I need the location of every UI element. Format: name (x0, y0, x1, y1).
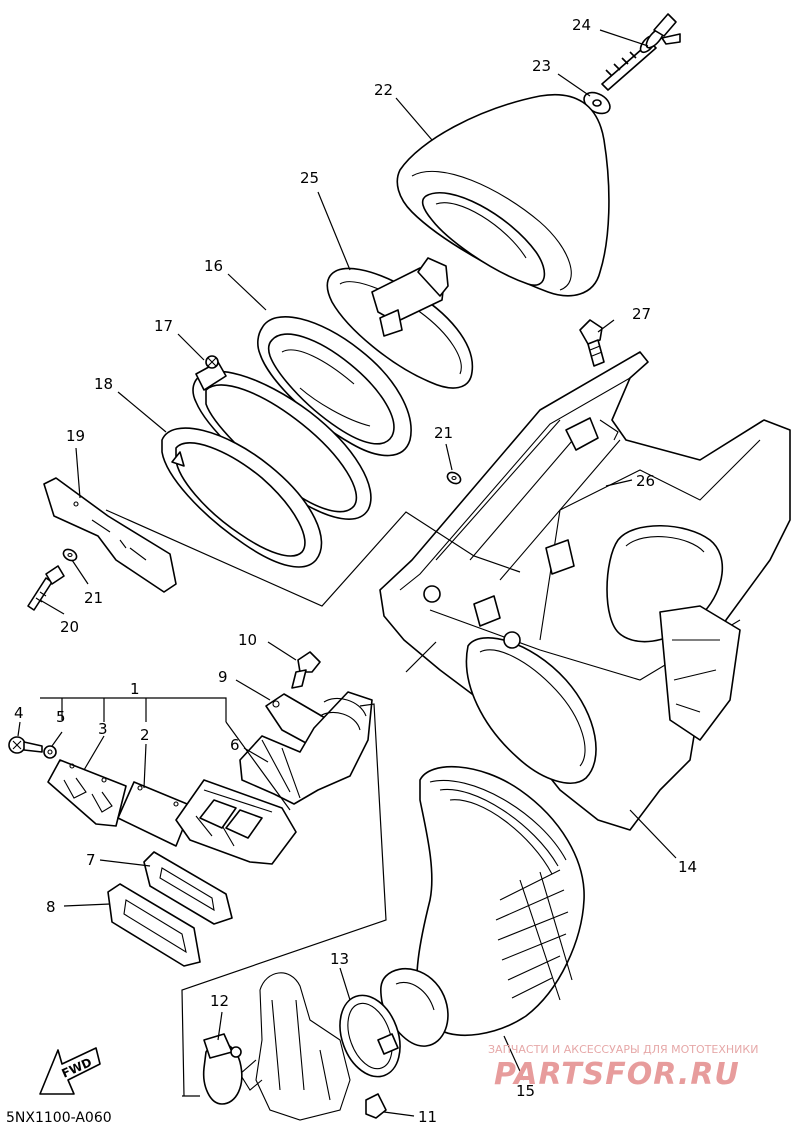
part-27-bolt[interactable] (579, 319, 605, 367)
callout-3: 3 (98, 720, 108, 738)
part-24-wing-bolt[interactable] (601, 13, 681, 91)
part-8-gasket[interactable] (107, 883, 201, 967)
callout-10: 10 (238, 631, 257, 649)
callout-5: 5 (56, 708, 66, 726)
callout-25: 25 (300, 169, 319, 187)
callout-24: 24 (572, 16, 591, 34)
callout-18: 18 (94, 375, 113, 393)
callout-22: 22 (374, 81, 393, 99)
watermark: ЗАПЧАСТИ И АКСЕССУАРЫ ДЛЯ МОТОТЕХНИКИ PA… (488, 1043, 758, 1092)
callout-12: 12 (210, 992, 229, 1010)
part-14-air-filter-case[interactable] (379, 351, 791, 831)
part-22-air-filter[interactable] (396, 94, 610, 297)
callout-labels: 24 23 22 25 16 17 18 19 21 20 21 27 26 1… (14, 16, 697, 1126)
callout-19: 19 (66, 427, 85, 445)
assembly-boundary-lines (105, 509, 521, 1097)
leader-lines (17, 29, 677, 1117)
part-21-washer-right[interactable] (445, 470, 462, 486)
part-13-joint-clamp[interactable] (329, 987, 410, 1085)
part-16-joint[interactable] (257, 316, 412, 457)
callout-13: 13 (330, 950, 349, 968)
fwd-arrow-icon: FWD (39, 1047, 101, 1095)
callout-26: 26 (636, 472, 655, 490)
callout-8: 8 (46, 898, 56, 916)
diagram-code: 5NX1100-A060 (6, 1110, 112, 1126)
callout-14: 14 (678, 858, 697, 876)
part-1-reed-valve-assembly[interactable] (175, 779, 297, 865)
part-6-intake-manifold[interactable] (239, 691, 373, 805)
part-7-gasket[interactable] (143, 851, 233, 925)
callout-7: 7 (86, 851, 96, 869)
part-4-screw[interactable] (8, 736, 43, 754)
callout-21-right: 21 (434, 424, 453, 442)
callout-1: 1 (130, 680, 140, 698)
part-19-plate[interactable] (43, 477, 177, 593)
callout-6: 6 (230, 736, 240, 754)
callout-16: 16 (204, 257, 223, 275)
part-3-reed-stopper[interactable] (47, 759, 127, 827)
part-15-air-duct[interactable] (380, 765, 585, 1047)
watermark-subtitle: ЗАПЧАСТИ И АКСЕССУАРЫ ДЛЯ МОТОТЕХНИКИ (488, 1043, 758, 1056)
callout-9: 9 (218, 668, 228, 686)
part-25-filter-guide[interactable] (326, 257, 474, 389)
part-17-clamp[interactable] (192, 355, 372, 520)
watermark-brand: PARTSFOR.RU (494, 1057, 740, 1092)
part-5-washer[interactable] (43, 745, 57, 759)
callout-11: 11 (418, 1108, 437, 1126)
callout-15: 15 (516, 1082, 535, 1100)
callout-4: 4 (14, 704, 24, 722)
part-18-joint-ring[interactable] (161, 427, 323, 568)
callout-20: 20 (60, 618, 79, 636)
part-12-clamp[interactable] (202, 1033, 243, 1105)
callout-2: 2 (140, 726, 150, 744)
callout-23: 23 (532, 57, 551, 75)
part-21-washer-left[interactable] (61, 547, 78, 563)
part-11-clip[interactable] (365, 1093, 387, 1119)
callout-21-left: 21 (84, 589, 103, 607)
callout-17: 17 (154, 317, 173, 335)
part-20-screw[interactable] (27, 565, 65, 611)
part-10-bolt[interactable] (291, 651, 321, 689)
carburetor-outline (239, 972, 351, 1121)
callout-27: 27 (632, 305, 651, 323)
